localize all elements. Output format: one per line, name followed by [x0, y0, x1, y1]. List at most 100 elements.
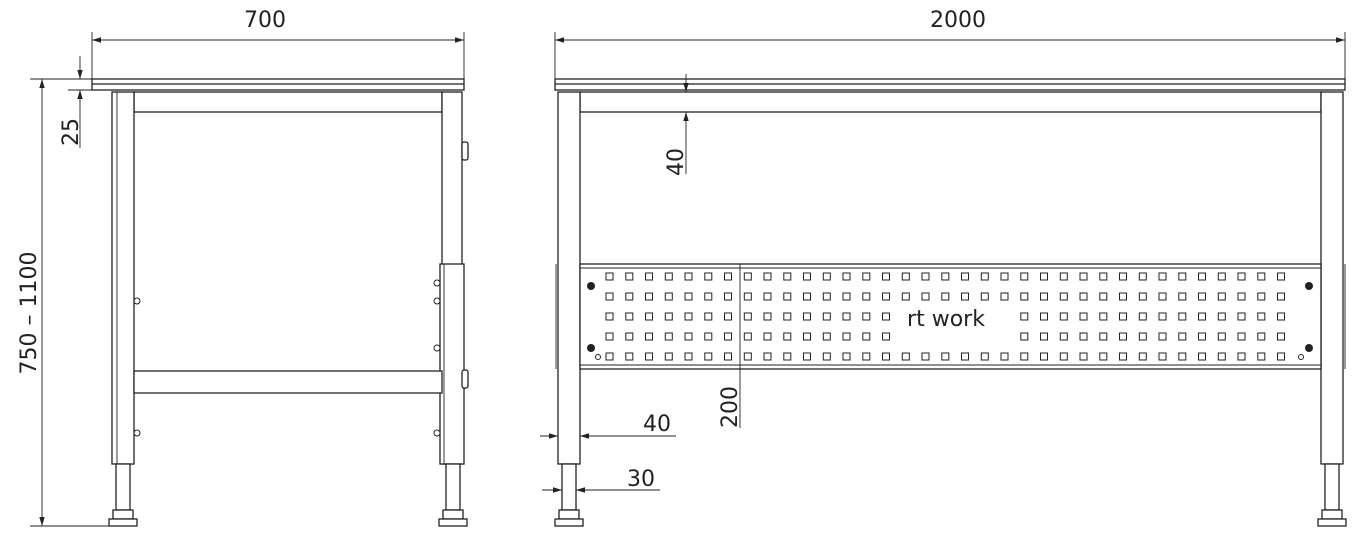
- panel-hole: [605, 332, 614, 341]
- dim-leg-inner: 30: [627, 467, 655, 492]
- panel-hole: [1119, 332, 1127, 341]
- panel-screw: [1305, 282, 1313, 290]
- panel-hole: [743, 352, 752, 361]
- panel-hole: [1079, 312, 1088, 321]
- panel-hole: [1099, 332, 1108, 341]
- panel-hole: [625, 292, 634, 301]
- side-left-leg: [111, 91, 135, 465]
- panel-hole: [882, 312, 890, 321]
- panel-hole: [1079, 272, 1088, 281]
- panel-hole: [980, 292, 989, 301]
- panel-hole: [980, 352, 989, 361]
- panel-hole: [743, 292, 752, 301]
- panel-hole: [803, 332, 811, 341]
- panel-hole: [1079, 332, 1088, 341]
- panel-hole: [1040, 352, 1048, 361]
- panel-screw: [595, 354, 601, 360]
- panel-hole: [941, 352, 950, 361]
- panel-hole: [941, 292, 950, 301]
- panel-hole: [921, 352, 930, 361]
- panel-hole: [1138, 312, 1147, 321]
- panel-hole: [822, 332, 831, 341]
- panel-hole: [1277, 332, 1285, 341]
- dim-frame-height: 40: [664, 148, 689, 176]
- panel-hole: [901, 352, 910, 361]
- panel-hole: [645, 332, 653, 341]
- panel-hole: [724, 292, 732, 301]
- panel-hole: [763, 352, 772, 361]
- panel-hole: [842, 292, 851, 301]
- panel-hole: [1198, 332, 1206, 341]
- panel-hole: [743, 312, 752, 321]
- panel-hole: [1198, 292, 1206, 301]
- panel-hole: [724, 352, 732, 361]
- panel-hole: [1178, 312, 1187, 321]
- panel-hole: [1158, 312, 1167, 321]
- brand-logo: rt work: [907, 307, 985, 332]
- panel-hole: [1079, 292, 1088, 301]
- panel-hole: [1040, 292, 1048, 301]
- panel-hole: [783, 312, 792, 321]
- panel-hole: [941, 272, 950, 281]
- panel-hole: [625, 332, 634, 341]
- side-top-rail: [133, 91, 443, 113]
- panel-hole: [862, 352, 871, 361]
- panel-hole: [783, 272, 792, 281]
- side-bolt: [133, 297, 141, 305]
- panel-hole: [664, 332, 673, 341]
- panel-hole: [882, 272, 890, 281]
- panel-hole: [961, 352, 969, 361]
- side-bracket-bottom: [461, 369, 469, 389]
- panel-hole: [1257, 272, 1266, 281]
- panel-hole: [724, 272, 732, 281]
- panel-hole: [704, 272, 713, 281]
- panel-hole: [1040, 332, 1048, 341]
- panel-hole: [822, 272, 831, 281]
- panel-hole: [1198, 352, 1206, 361]
- panel-hole: [803, 352, 811, 361]
- panel-hole: [763, 292, 772, 301]
- panel-hole: [645, 312, 653, 321]
- panel-hole: [1198, 312, 1206, 321]
- brand-backdrop: [892, 306, 1000, 330]
- panel-hole: [1277, 352, 1285, 361]
- panel-hole: [961, 272, 969, 281]
- panel-hole: [1099, 272, 1108, 281]
- panel-hole: [1059, 352, 1068, 361]
- panel-hole: [1237, 312, 1246, 321]
- panel-hole: [862, 332, 871, 341]
- panel-hole: [724, 332, 732, 341]
- panel-hole: [1020, 352, 1029, 361]
- panel-hole: [1158, 272, 1167, 281]
- side-left-foot: [112, 509, 134, 520]
- front-right-foot-pad: [1317, 518, 1347, 527]
- panel-hole: [605, 312, 614, 321]
- side-bolt: [433, 297, 441, 305]
- panel-hole: [822, 292, 831, 301]
- front-right-leg: [1320, 91, 1344, 465]
- panel-hole: [645, 292, 653, 301]
- panel-hole: [1059, 272, 1068, 281]
- panel-hole: [763, 332, 772, 341]
- front-right-foot: [1321, 509, 1343, 520]
- panel-screw: [587, 282, 595, 290]
- panel-hole: [1099, 292, 1108, 301]
- panel-hole: [1119, 272, 1127, 281]
- panel-hole: [704, 292, 713, 301]
- panel-hole: [862, 292, 871, 301]
- panel-hole: [1217, 292, 1226, 301]
- panel-hole: [1020, 272, 1029, 281]
- panel-hole: [704, 332, 713, 341]
- panel-hole: [1217, 312, 1226, 321]
- panel-hole: [1119, 312, 1127, 321]
- panel-hole: [961, 292, 969, 301]
- side-bolt: [433, 429, 441, 437]
- side-right-leg-insert: [445, 463, 461, 511]
- panel-hole: [1059, 292, 1068, 301]
- panel-hole: [882, 332, 890, 341]
- panel-hole: [1020, 312, 1029, 321]
- panel-hole: [1000, 292, 1009, 301]
- dim-front-width: 2000: [930, 8, 986, 33]
- panel-hole: [1138, 272, 1147, 281]
- panel-hole: [1138, 332, 1147, 341]
